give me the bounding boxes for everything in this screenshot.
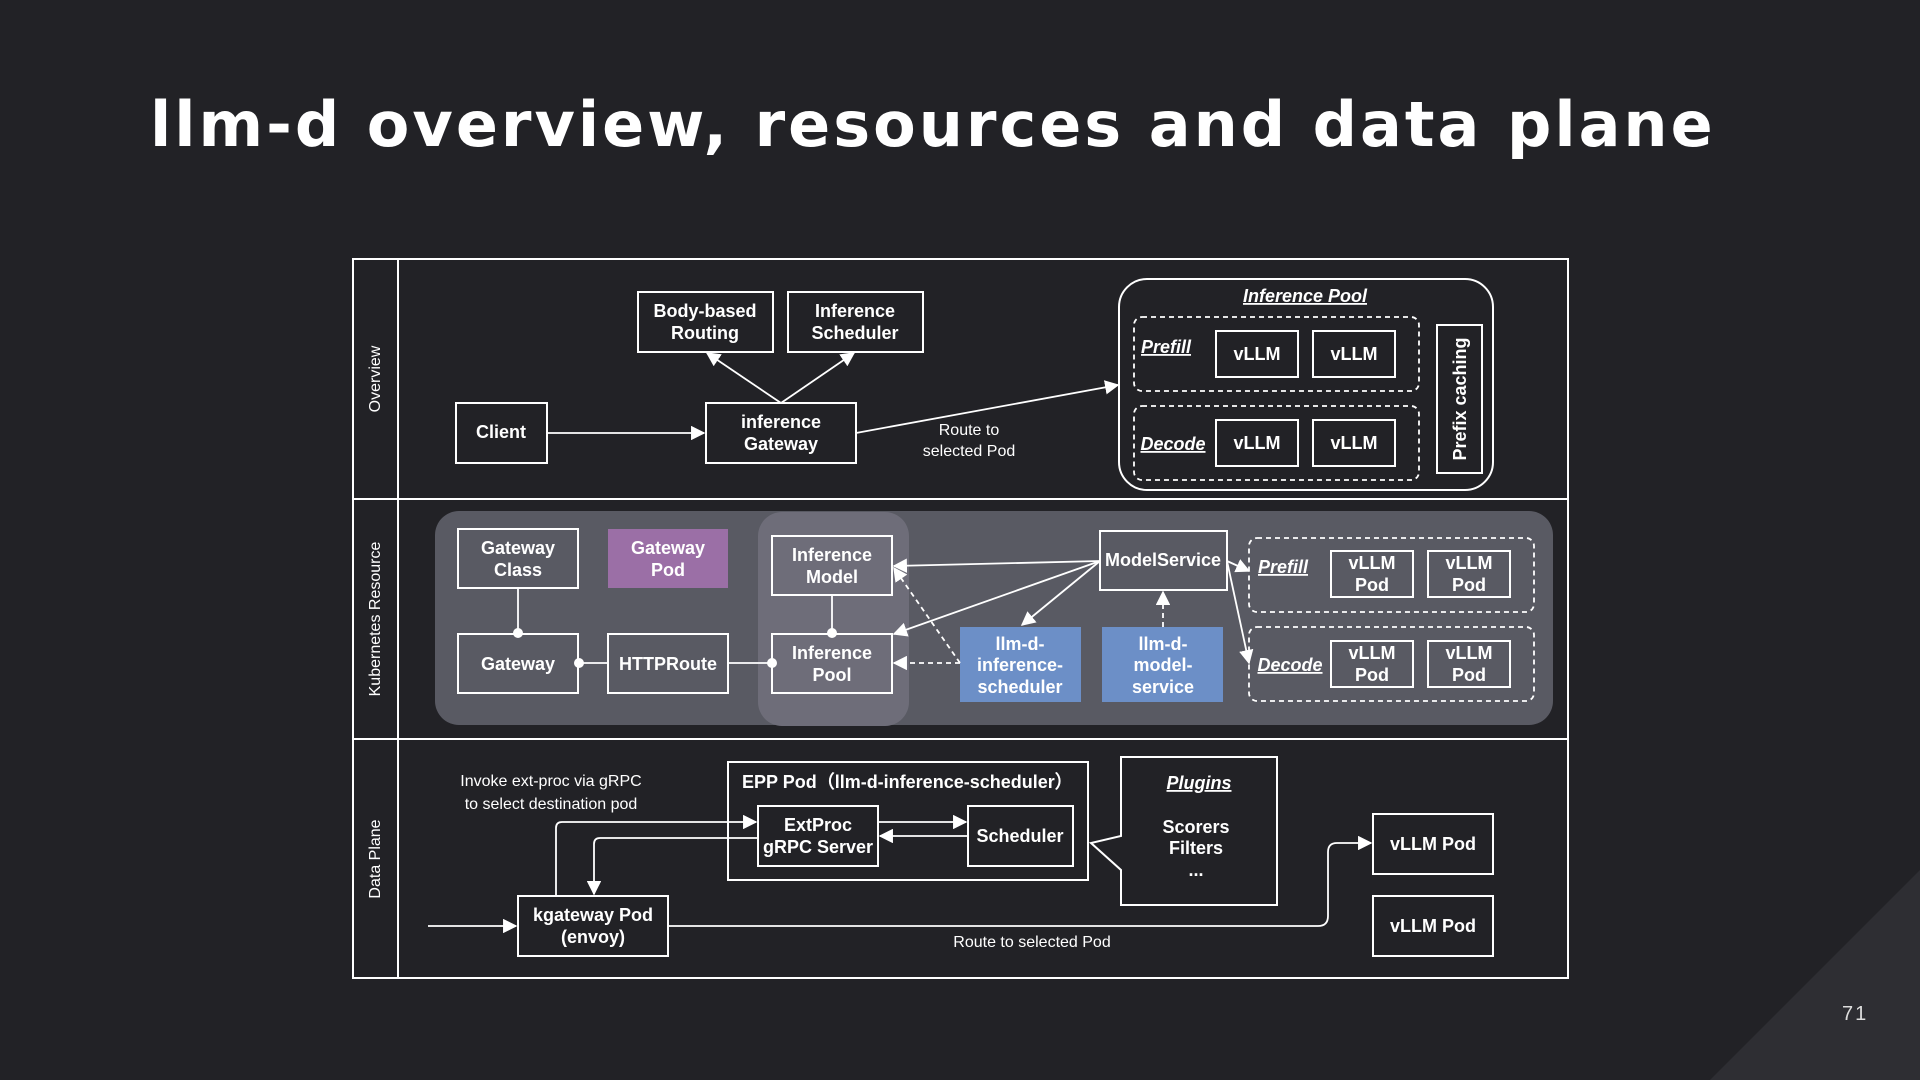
svg-text:Inference: Inference <box>792 545 872 565</box>
kgateway-pod-box: kgateway Pod (envoy) <box>517 895 669 957</box>
svg-text:Pod: Pod <box>1452 665 1486 685</box>
section-label-kubernetes: Kubernetes Resource <box>367 542 384 697</box>
svg-text:Plugins: Plugins <box>1166 773 1231 793</box>
route-label-overview: Route to <box>939 422 1000 439</box>
modelservice-box: ModelService <box>1099 530 1228 591</box>
svg-text:vLLM: vLLM <box>1234 344 1281 364</box>
svg-text:Pod: Pod <box>651 560 685 580</box>
svg-text:vLLM: vLLM <box>1349 553 1396 573</box>
plugins-callout: Plugins Scorers Filters ... <box>1088 756 1278 906</box>
svg-text:Pod: Pod <box>1452 575 1486 595</box>
svg-text:llm-d-: llm-d- <box>996 634 1045 654</box>
svg-text:Gateway: Gateway <box>481 538 555 558</box>
k8s-decode-group: Decode vLLM Pod vLLM Pod <box>1248 626 1535 702</box>
svg-text:vLLM Pod: vLLM Pod <box>1390 834 1476 854</box>
svg-text:EPP Pod（llm-d-inference-schedu: EPP Pod（llm-d-inference-scheduler） <box>742 772 1073 792</box>
svg-text:Decode: Decode <box>1257 655 1322 675</box>
inference-gateway-box: inference Gateway <box>705 402 857 464</box>
svg-text:...: ... <box>1188 860 1203 880</box>
svg-text:ExtProc: ExtProc <box>784 815 852 835</box>
llmd-inference-scheduler-box: llm-d- inference- scheduler <box>960 627 1081 702</box>
svg-text:Inference Pool: Inference Pool <box>1243 286 1368 306</box>
route-label-dataplane: Route to selected Pod <box>953 934 1110 951</box>
svg-text:Gateway: Gateway <box>481 654 555 674</box>
svg-text:Model: Model <box>806 567 858 587</box>
pool-highlight <box>758 512 909 726</box>
svg-text:Gateway: Gateway <box>631 538 705 558</box>
inference-pool-overview: Inference Pool Prefill Decode vLLM vLLM … <box>1118 278 1494 491</box>
svg-text:inference: inference <box>741 412 821 432</box>
svg-text:Prefill: Prefill <box>1258 557 1309 577</box>
gateway-class-box: Gateway Class <box>457 528 579 589</box>
svg-text:Class: Class <box>494 560 542 580</box>
corner-decoration <box>1710 870 1920 1080</box>
extproc-box: ExtProc gRPC Server <box>757 805 879 867</box>
svg-text:vLLM: vLLM <box>1331 433 1378 453</box>
svg-text:selected Pod: selected Pod <box>923 443 1016 460</box>
svg-text:to select destination pod: to select destination pod <box>465 796 638 813</box>
invoke-label: Invoke ext-proc via gRPC <box>460 773 641 790</box>
scheduler-box: Scheduler <box>967 805 1074 867</box>
svg-text:vLLM: vLLM <box>1331 344 1378 364</box>
svg-text:(envoy): (envoy) <box>561 927 625 947</box>
svg-text:vLLM: vLLM <box>1446 553 1493 573</box>
svg-text:gRPC Server: gRPC Server <box>763 837 873 857</box>
svg-text:inference-: inference- <box>977 655 1063 675</box>
section-label-dataplane: Data Plane <box>367 819 384 898</box>
section-label-overview: Overview <box>367 345 384 412</box>
page-number: 71 <box>1842 1003 1869 1025</box>
epp-pod-box: EPP Pod（llm-d-inference-scheduler） <box>727 761 1089 881</box>
svg-text:Inference: Inference <box>792 643 872 663</box>
svg-text:service: service <box>1132 677 1194 697</box>
inference-scheduler-box: Inference Scheduler <box>787 291 924 353</box>
slide-title: llm-d overview, resources and data plane <box>150 88 1716 161</box>
svg-text:Pod: Pod <box>1355 575 1389 595</box>
svg-text:ModelService: ModelService <box>1105 550 1221 570</box>
llmd-model-service-box: llm-d- model- service <box>1102 627 1223 702</box>
k8s-prefill-group: Prefill vLLM Pod vLLM Pod <box>1248 537 1535 613</box>
svg-text:scheduler: scheduler <box>977 677 1062 697</box>
svg-text:model-: model- <box>1133 655 1192 675</box>
svg-text:Prefill: Prefill <box>1141 337 1192 357</box>
svg-text:Scheduler: Scheduler <box>976 826 1063 846</box>
svg-text:HTTPRoute: HTTPRoute <box>619 654 717 674</box>
svg-text:Client: Client <box>476 422 526 442</box>
svg-text:Filters: Filters <box>1169 838 1223 858</box>
svg-text:vLLM: vLLM <box>1446 643 1493 663</box>
svg-text:Pool: Pool <box>813 665 852 685</box>
svg-text:vLLM: vLLM <box>1234 433 1281 453</box>
vllm-pod-box-1: vLLM Pod <box>1372 813 1494 875</box>
svg-text:kgateway Pod: kgateway Pod <box>533 905 653 925</box>
svg-text:Pod: Pod <box>1355 665 1389 685</box>
gateway-pod-box: Gateway Pod <box>608 529 728 588</box>
svg-text:Inference: Inference <box>815 301 895 321</box>
svg-text:Gateway: Gateway <box>744 434 818 454</box>
body-based-routing-box: Body-based Routing <box>637 291 774 353</box>
svg-text:vLLM: vLLM <box>1349 643 1396 663</box>
svg-text:Scheduler: Scheduler <box>811 323 898 343</box>
svg-text:Body-based: Body-based <box>653 301 756 321</box>
svg-text:Decode: Decode <box>1140 434 1205 454</box>
svg-text:vLLM Pod: vLLM Pod <box>1390 916 1476 936</box>
diagram-frame <box>352 258 1569 979</box>
svg-text:llm-d-: llm-d- <box>1139 634 1188 654</box>
svg-text:Scorers: Scorers <box>1162 817 1229 837</box>
vllm-pod-box-2: vLLM Pod <box>1372 895 1494 957</box>
svg-text:Routing: Routing <box>671 323 739 343</box>
client-box: Client <box>455 402 548 464</box>
svg-text:Prefix caching: Prefix caching <box>1450 337 1470 460</box>
